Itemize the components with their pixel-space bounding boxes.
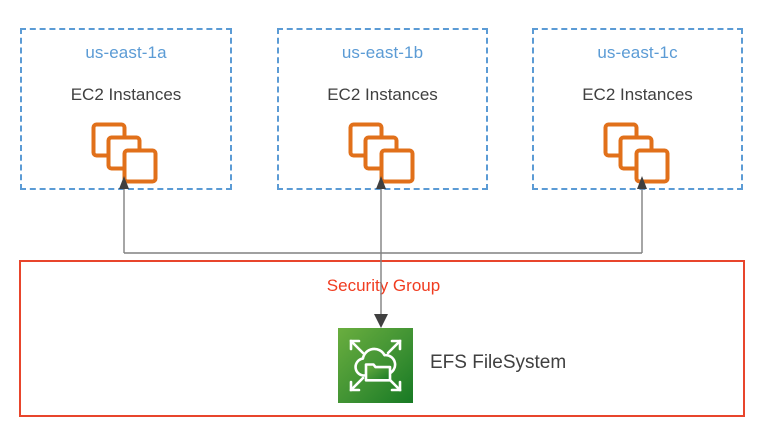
az-title-label: us-east-1b [341, 43, 424, 62]
ec2-instances-icon [603, 122, 673, 184]
ec2-instances-label: EC2 Instances [582, 85, 693, 104]
efs-filesystem-label: EFS FileSystem [430, 352, 567, 373]
efs-filesystem-icon [338, 328, 413, 403]
availability-zone-us-east-1c: us-east-1c EC2 Instances [532, 28, 743, 190]
availability-zone-us-east-1a: us-east-1a EC2 Instances [20, 28, 232, 190]
availability-zone-us-east-1b: us-east-1b EC2 Instances [277, 28, 488, 190]
ec2-instances-label: EC2 Instances [327, 85, 438, 104]
ec2-instances-label: EC2 Instances [70, 85, 182, 104]
security-group-label: Security Group [326, 276, 441, 295]
security-group-boundary [19, 260, 745, 417]
az-title-label: us-east-1a [85, 43, 167, 62]
ec2-instances-icon [348, 122, 418, 184]
az-title-label: us-east-1c [597, 43, 678, 62]
ec2-instances-icon [91, 122, 161, 184]
